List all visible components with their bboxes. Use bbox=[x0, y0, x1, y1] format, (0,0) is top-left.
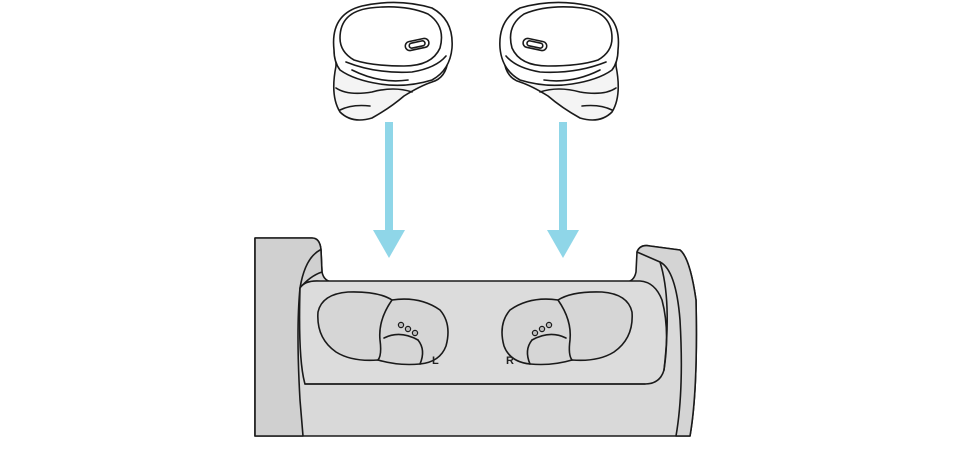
left-charging-contacts bbox=[397, 321, 419, 337]
left-arrow-head bbox=[373, 230, 405, 258]
earbud-left-icon bbox=[332, 1, 453, 121]
left-arrow-shaft bbox=[385, 122, 393, 234]
right-slot-label: R bbox=[506, 355, 514, 367]
right-charging-contacts bbox=[531, 321, 553, 337]
arrow-down-icon bbox=[373, 122, 405, 258]
left-slot-label: L bbox=[432, 355, 439, 367]
right-arrow-head bbox=[547, 230, 579, 258]
right-earbud-cavity bbox=[501, 291, 633, 366]
earbud-right-icon bbox=[499, 1, 620, 121]
charging-case-icon bbox=[254, 237, 698, 437]
case-right-edge bbox=[659, 261, 668, 371]
case-left-curve bbox=[299, 249, 321, 289]
right-arrow-shaft bbox=[559, 122, 567, 234]
left-earbud-cavity bbox=[317, 291, 449, 366]
case-right-end bbox=[636, 244, 698, 437]
arrow-down-icon bbox=[547, 122, 579, 258]
